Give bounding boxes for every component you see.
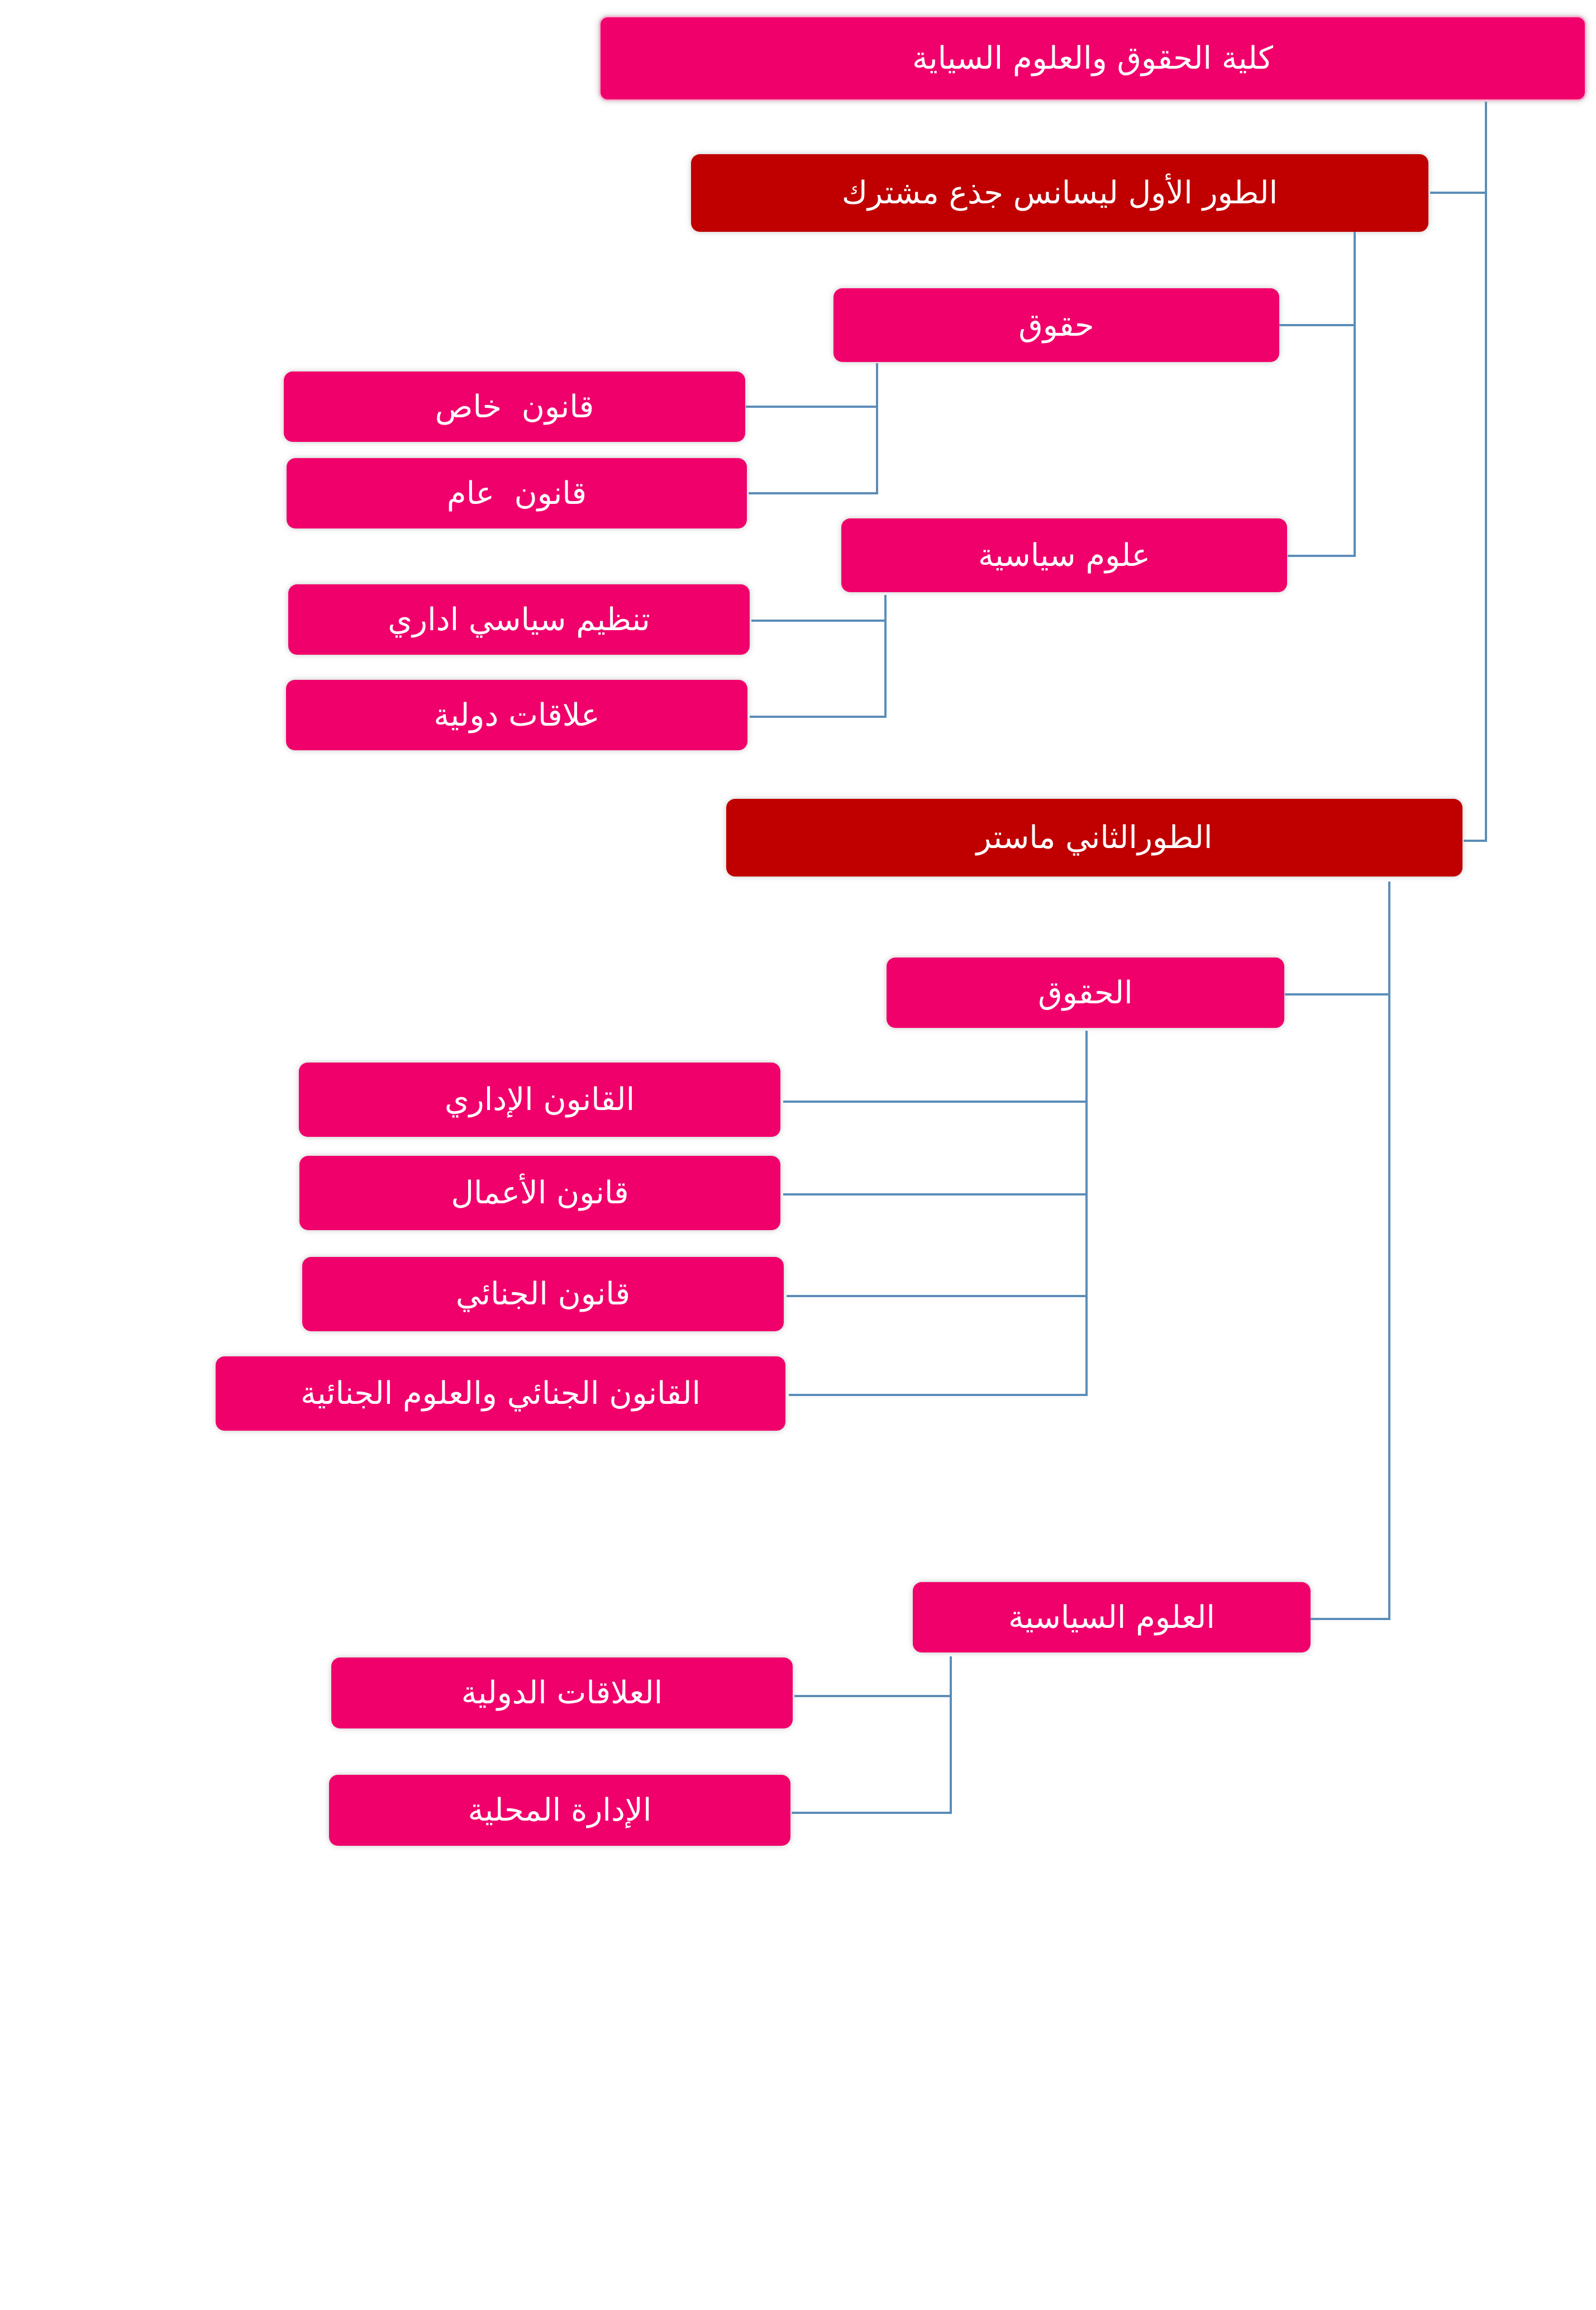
- connector-pol1-specialties: [750, 595, 887, 718]
- master-specialty-local-administration-box: الإدارة المحلية: [329, 1775, 790, 1846]
- master-specialty-international-relations-box: العلاقات الدولية: [331, 1658, 793, 1728]
- master-branch-political-science-box: العلوم السياسية: [913, 1582, 1311, 1652]
- cycle-master-label: الطورالثاني ماستر: [976, 820, 1213, 856]
- master-specialty-administrative-law-label: القانون الإداري: [444, 1082, 635, 1118]
- master-specialty-criminal-sciences-box: القانون الجنائي والعلوم الجنائية: [216, 1356, 785, 1431]
- bachelor-specialty-political-admin-box: تنظيم سياسي اداري: [288, 584, 750, 655]
- master-specialty-local-administration-label: الإدارة المحلية: [468, 1792, 652, 1828]
- cycle-master-box: الطورالثاني ماستر: [726, 799, 1462, 877]
- master-specialty-criminal-law-label: قانون الجنائي: [455, 1276, 631, 1312]
- bachelor-branch-political-science-label: علوم سياسية: [978, 537, 1151, 574]
- connector-law2-specialties: [783, 1031, 1088, 1396]
- bachelor-specialty-international-relations-box: علاقات دولية: [286, 680, 747, 750]
- cycle-bachelor-box: الطور الأول ليسانس جذع مشترك: [691, 154, 1428, 232]
- bachelor-specialty-private-law-label: قانون خاص: [435, 388, 594, 425]
- master-specialty-criminal-law-box: قانون الجنائي: [302, 1257, 784, 1331]
- master-specialty-criminal-sciences-label: القانون الجنائي والعلوم الجنائية: [300, 1375, 701, 1412]
- connector-law1-specialties: [746, 363, 878, 494]
- faculty-root-box: كلية الحقوق والعلوم السياية: [599, 16, 1587, 101]
- master-specialty-administrative-law-box: القانون الإداري: [299, 1063, 780, 1137]
- bachelor-specialty-political-admin-label: تنظيم سياسي اداري: [388, 601, 650, 638]
- bachelor-branch-political-science-box: علوم سياسية: [841, 518, 1287, 592]
- bachelor-specialty-public-law-box: قانون عام: [287, 458, 747, 528]
- connector-pol2-specialties: [792, 1656, 952, 1814]
- connector-root-trunk: [1464, 102, 1487, 842]
- master-specialty-international-relations-label: العلاقات الدولية: [461, 1675, 663, 1711]
- master-branch-law-box: الحقوق: [887, 958, 1284, 1028]
- bachelor-specialty-international-relations-label: علاقات دولية: [433, 697, 600, 734]
- master-specialty-business-law-box: قانون الأعمال: [299, 1156, 780, 1230]
- faculty-root-label: كلية الحقوق والعلوم السياية: [912, 40, 1273, 77]
- bachelor-specialty-public-law-label: قانون عام: [446, 475, 587, 512]
- master-branch-law-label: الحقوق: [1038, 974, 1133, 1011]
- master-branch-political-science-label: العلوم السياسية: [1008, 1599, 1215, 1636]
- connector-cycle2-trunk: [1310, 882, 1390, 1620]
- bachelor-branch-law-box: حقوق: [833, 288, 1279, 362]
- bachelor-specialty-private-law-box: قانون خاص: [284, 371, 745, 442]
- cycle-bachelor-label: الطور الأول ليسانس جذع مشترك: [841, 175, 1278, 211]
- bachelor-branch-law-label: حقوق: [1018, 307, 1094, 344]
- connector-cycle1-trunk: [1288, 230, 1356, 557]
- master-specialty-business-law-label: قانون الأعمال: [451, 1175, 629, 1211]
